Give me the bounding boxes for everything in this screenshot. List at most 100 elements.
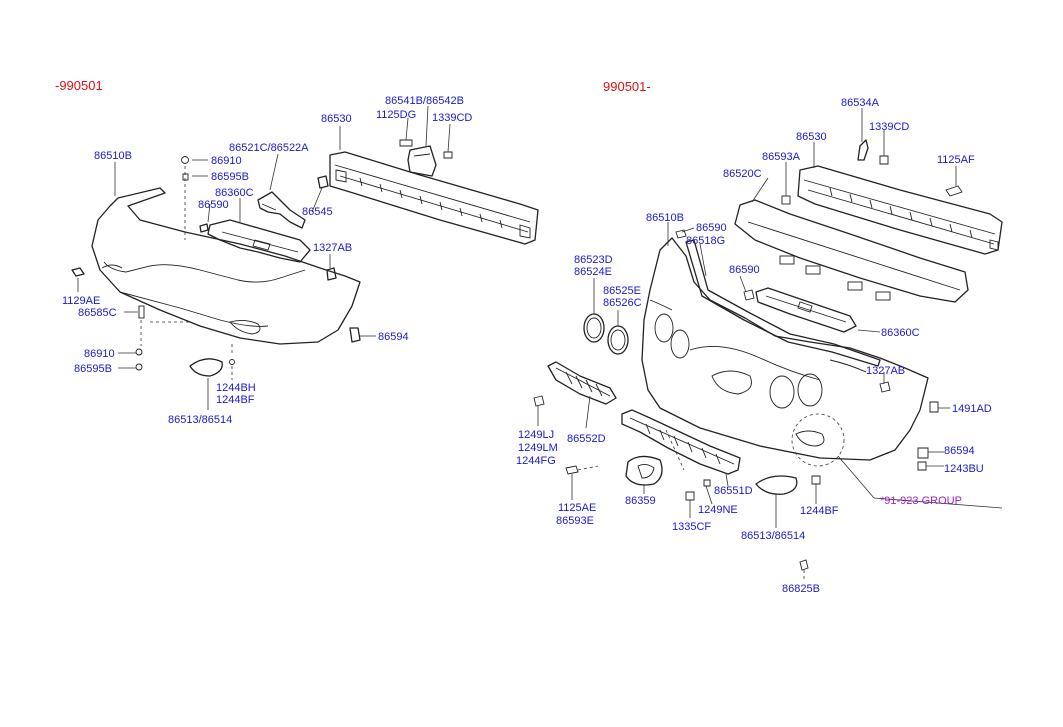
label-86545: 86545 bbox=[302, 206, 333, 218]
nut-icon bbox=[443, 151, 453, 159]
label-1327ab: 1327AB bbox=[313, 242, 352, 254]
label-86526c: 86526C bbox=[603, 297, 642, 309]
label-86530: 86530 bbox=[321, 113, 352, 125]
label-1243bu: 1243BU bbox=[944, 463, 984, 475]
label-86541b: 86541B/86542B bbox=[385, 95, 464, 107]
label-1339cd: 1339CD bbox=[432, 112, 472, 124]
right-absorber-86520c bbox=[734, 199, 969, 303]
label-86590-top: 86590 bbox=[696, 222, 727, 234]
bolt-icon bbox=[945, 185, 963, 197]
label-91-923-group: *91-923 GROUP bbox=[880, 495, 962, 507]
label-86513: 86513/86514 bbox=[741, 530, 805, 542]
label-86593e: 86593E bbox=[556, 515, 594, 527]
label-86359: 86359 bbox=[625, 495, 656, 507]
label-86590-mid: 86590 bbox=[729, 264, 760, 276]
clip-icon bbox=[326, 267, 337, 281]
label-86513: 86513/86514 bbox=[168, 414, 232, 426]
label-1249ne: 1249NE bbox=[698, 504, 738, 516]
left-bracket-86541b bbox=[407, 145, 437, 177]
label-86525e: 86525E bbox=[603, 285, 641, 297]
left-side-lamp-86513 bbox=[189, 358, 223, 377]
label-1249lj: 1249LJ bbox=[518, 429, 554, 441]
label-86524e: 86524E bbox=[574, 266, 612, 278]
left-small-parts bbox=[71, 139, 453, 377]
screw-icon bbox=[811, 475, 821, 485]
label-86360c: 86360C bbox=[215, 187, 254, 199]
right-small-parts bbox=[533, 139, 963, 571]
bolt-icon bbox=[181, 156, 189, 164]
label-1244bf: 1244BF bbox=[216, 394, 255, 406]
label-86360c: 86360C bbox=[881, 327, 920, 339]
right-emblem-86359 bbox=[625, 455, 663, 486]
bracket-86534a-icon bbox=[857, 139, 869, 161]
nut-icon bbox=[879, 155, 889, 165]
screw-icon bbox=[929, 401, 939, 413]
right-bracket-86518g bbox=[685, 239, 881, 367]
screw-icon bbox=[565, 465, 579, 475]
label-1339cd: 1339CD bbox=[869, 121, 909, 133]
label-1327ab: 1327AB bbox=[866, 365, 905, 377]
label-86595b-top: 86595B bbox=[211, 171, 249, 183]
right-garnish-86552d bbox=[547, 361, 617, 405]
clip-icon bbox=[879, 381, 891, 393]
label-86552d: 86552D bbox=[567, 433, 606, 445]
label-86534a: 86534A bbox=[841, 97, 880, 109]
grommet-icon bbox=[349, 327, 361, 343]
clip-icon bbox=[199, 223, 209, 233]
right-leader-lines bbox=[537, 108, 957, 582]
label-86520c: 86520C bbox=[723, 168, 762, 180]
clip-icon bbox=[675, 229, 687, 239]
label-86585c: 86585C bbox=[78, 307, 117, 319]
clip-icon bbox=[182, 173, 189, 181]
left-labels: 86541B/86542B 1125DG 1339CD 86530 86521C… bbox=[62, 95, 472, 426]
right-grille-86551d bbox=[621, 409, 741, 475]
label-86510b: 86510B bbox=[94, 150, 132, 162]
label-86594: 86594 bbox=[378, 331, 409, 343]
label-86518g: 86518G bbox=[686, 235, 725, 247]
clip-icon bbox=[743, 289, 755, 301]
screw-icon bbox=[533, 395, 545, 407]
right-beam-86530 bbox=[797, 165, 1003, 255]
screw-icon bbox=[229, 359, 235, 365]
label-1335cf: 1335CF bbox=[672, 521, 711, 533]
right-labels: 86534A 1339CD 86530 86593A 1125AF 86520C… bbox=[516, 97, 992, 595]
label-1491ad: 1491AD bbox=[952, 403, 992, 415]
right-side-lamp-86513 bbox=[755, 475, 798, 495]
label-1125dg: 1125DG bbox=[376, 109, 416, 121]
detail-circle bbox=[791, 413, 845, 467]
screw-icon bbox=[135, 363, 143, 371]
label-86825b: 86825B bbox=[782, 583, 820, 595]
left-beam-86530 bbox=[329, 151, 539, 245]
right-bumper-cover bbox=[641, 237, 929, 461]
label-1125af: 1125AF bbox=[937, 154, 975, 166]
label-86523d: 86523D bbox=[574, 254, 613, 266]
label-1129ae: 1129AE bbox=[62, 295, 100, 307]
label-86594: 86594 bbox=[944, 445, 975, 457]
label-86593a: 86593A bbox=[762, 151, 801, 163]
label-1244fg: 1244FG bbox=[516, 455, 556, 467]
screw-icon bbox=[135, 348, 143, 356]
label-86521c: 86521C/86522A bbox=[229, 142, 309, 154]
label-1244bh: 1244BH bbox=[216, 382, 256, 394]
label-86551d: 86551D bbox=[714, 485, 753, 497]
clip-icon bbox=[781, 195, 791, 205]
label-1125ae: 1125AE bbox=[558, 502, 596, 514]
screw-icon bbox=[71, 267, 85, 277]
label-1244bf: 1244BF bbox=[800, 505, 839, 517]
screw-icon bbox=[799, 559, 809, 571]
grommet-icon bbox=[917, 447, 929, 459]
right-support-86360c bbox=[755, 287, 857, 333]
left-bumper-cover bbox=[91, 187, 361, 345]
left-bracket-86521c bbox=[257, 191, 306, 229]
right-fog-rings bbox=[583, 313, 629, 355]
clip-86585c-icon bbox=[138, 305, 145, 319]
label-86530: 86530 bbox=[796, 131, 827, 143]
label-86590: 86590 bbox=[198, 199, 229, 211]
right-section-header: 990501- bbox=[603, 79, 651, 94]
right-detail-callout bbox=[791, 413, 1003, 509]
bracket-86545-icon bbox=[317, 175, 329, 189]
label-86510b: 86510B bbox=[646, 212, 684, 224]
screw-icon bbox=[917, 461, 927, 471]
label-86910-top: 86910 bbox=[211, 155, 242, 167]
